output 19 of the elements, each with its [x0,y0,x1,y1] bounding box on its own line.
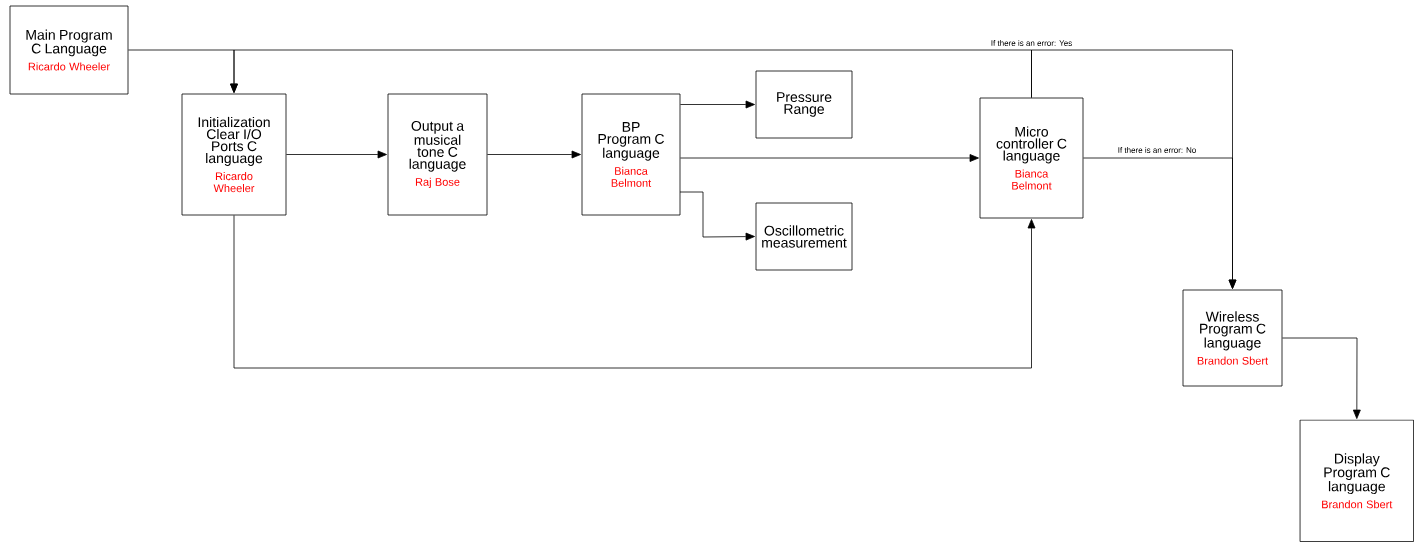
process-box: Main Program C Language Ricardo Wheeler [9,5,129,95]
process-box: BP Program C language Bianca Belmont [581,93,681,216]
process-box: Pressure Range [755,70,853,139]
process-box: Wireless Program C language Brandon Sbert [1182,289,1283,387]
process-box: Oscillometric measurement [755,202,853,271]
arrow [680,154,979,162]
arrow [233,215,1036,369]
process-box: Display Program C language Brandon Sbert [1299,419,1414,542]
arrow [679,191,755,241]
process-box: Initialization Clear I/O Ports C language Ricardo Wheeler [181,93,287,216]
process-box: Output a musical tone C language Raj Bose [387,93,488,216]
arrow [1282,337,1361,419]
arrow [680,100,755,109]
arrow [1083,157,1237,289]
edge-label: If there is an error: No [1116,146,1198,154]
edge-label: If there is an error: Yes [989,39,1074,47]
arrow [286,150,387,159]
process-box: Micro controller C language Bianca Belmont [979,97,1084,219]
arrow [487,150,581,159]
